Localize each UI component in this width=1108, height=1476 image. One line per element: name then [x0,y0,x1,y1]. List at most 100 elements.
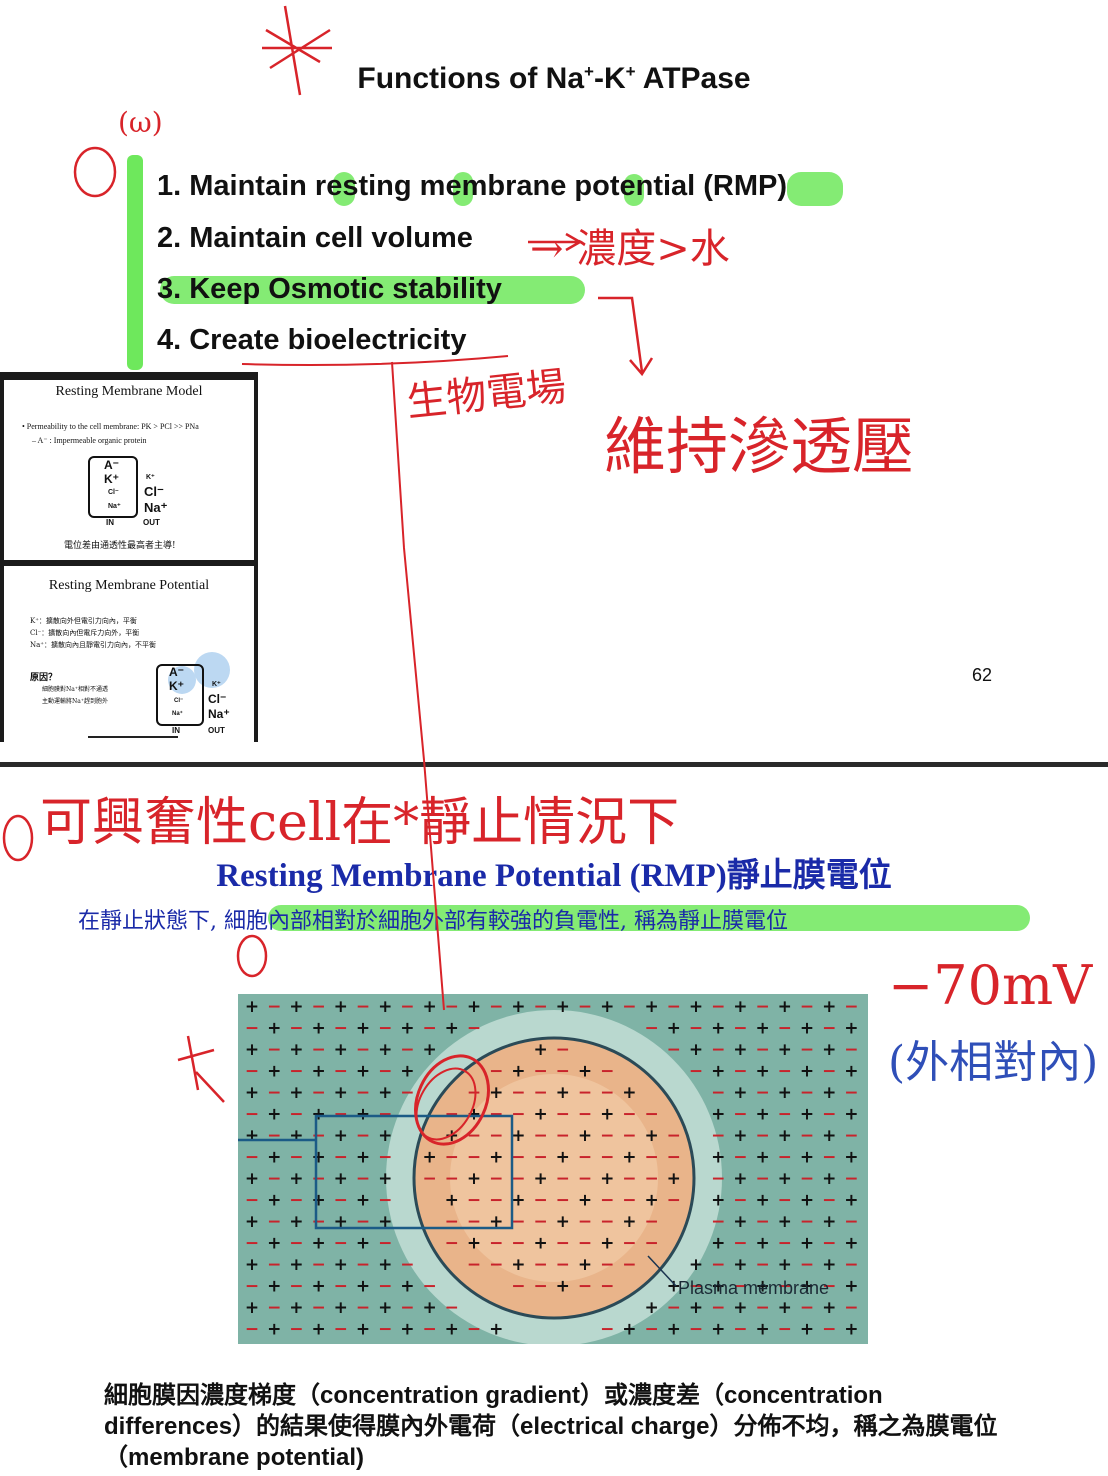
negative-charge: − [467,1019,481,1039]
negative-charge: − [245,1105,259,1125]
negative-charge: − [511,1169,525,1189]
thumbnail-resting-membrane-potential[interactable]: Resting Membrane Potential K⁺：擴散向外但電引力向內… [4,566,254,742]
negative-charge: − [533,997,547,1017]
negative-charge: − [711,1212,725,1232]
thumbnail-reason-line: 主動運輸將Na⁺趕到胞外 [42,698,108,705]
thumbnail-title: Resting Membrane Model [55,384,203,399]
divider [88,736,178,738]
positive-charge: + [533,1234,547,1254]
positive-charge: + [267,1234,281,1254]
page-number: 62 [972,665,993,685]
negative-charge: − [400,1255,414,1275]
positive-charge: + [822,1083,836,1103]
positive-charge: + [667,1169,681,1189]
positive-charge: + [400,1019,414,1039]
negative-charge: − [533,1191,547,1211]
out-label: OUT [143,518,160,527]
arrow-icon [598,296,654,377]
thumbnail-line: Cl⁻：擴散向內但電斥力向外，平衡 [30,629,140,637]
negative-charge: − [755,1298,769,1318]
negative-charge: − [755,1083,769,1103]
negative-charge: − [644,1105,658,1125]
positive-charge: + [755,1191,769,1211]
positive-charge: + [556,997,570,1017]
circle-mark [414,1054,490,1146]
thumbnail-resting-membrane-model[interactable]: Resting Membrane Model • Permeability to… [4,380,254,560]
negative-charge: − [600,1212,614,1232]
function-item-1: 1. Maintain resting membrane potential (… [157,170,788,202]
positive-charge: + [356,1277,370,1297]
negative-charge: − [445,1105,459,1125]
negative-charge: − [800,1255,814,1275]
negative-charge: − [778,1062,792,1082]
negative-charge: − [289,1191,303,1211]
negative-charge: − [844,1126,858,1146]
positive-charge: + [689,1298,703,1318]
negative-charge: − [822,1062,836,1082]
negative-charge: − [733,1019,747,1039]
positive-charge: + [844,1062,858,1082]
negative-charge: − [778,1277,792,1297]
negative-charge: − [334,1320,348,1340]
positive-charge: + [667,1019,681,1039]
positive-charge: + [245,1040,259,1060]
negative-charge: − [733,1148,747,1168]
positive-charge: + [778,1298,792,1318]
positive-charge: + [844,1191,858,1211]
negative-charge: − [844,1298,858,1318]
positive-charge: + [489,1320,503,1340]
negative-charge: − [600,1062,614,1082]
circled-number [2,814,34,862]
positive-charge: + [334,1298,348,1318]
positive-charge: + [800,1191,814,1211]
negative-charge: − [667,997,681,1017]
positive-charge: + [644,1298,658,1318]
negative-charge: − [311,1298,325,1318]
negative-charge: − [800,1169,814,1189]
thumbnail-panel[interactable]: Resting Membrane Model • Permeability to… [0,372,258,742]
positive-charge: + [289,997,303,1017]
negative-charge: − [445,1169,459,1189]
negative-charge: − [556,1105,570,1125]
positive-charge: + [289,1083,303,1103]
negative-charge: − [533,1062,547,1082]
negative-charge: − [733,1234,747,1254]
negative-charge: − [778,1320,792,1340]
positive-charge: + [778,1126,792,1146]
positive-charge: + [822,1169,836,1189]
positive-charge: + [822,1298,836,1318]
negative-charge: − [245,1191,259,1211]
negative-charge: − [556,1169,570,1189]
negative-charge: − [511,1234,525,1254]
positive-charge: + [267,1105,281,1125]
negative-charge: − [800,997,814,1017]
zoom-box [314,1114,514,1230]
negative-charge: − [578,1212,592,1232]
negative-charge: − [311,1255,325,1275]
circled-number [73,146,117,198]
positive-charge: + [622,1083,636,1103]
positive-charge: + [755,1105,769,1125]
negative-charge: − [644,1169,658,1189]
negative-charge: − [267,1083,281,1103]
negative-charge: − [778,1019,792,1039]
positive-charge: + [356,1234,370,1254]
negative-charge: − [289,1019,303,1039]
negative-charge: − [533,1212,547,1232]
negative-charge: − [556,1062,570,1082]
negative-charge: − [245,1234,259,1254]
highlight-mark [333,172,355,206]
positive-charge: + [778,1040,792,1060]
positive-charge: + [467,1169,481,1189]
positive-charge: + [822,1040,836,1060]
negative-charge: − [356,1298,370,1318]
negative-charge: − [245,1148,259,1168]
negative-charge: − [600,1083,614,1103]
positive-charge: + [511,997,525,1017]
positive-charge: + [511,1126,525,1146]
positive-charge: + [334,1169,348,1189]
highlight-mark [787,172,843,206]
negative-charge: − [622,1234,636,1254]
negative-charge: − [600,1126,614,1146]
negative-charge: − [378,1148,392,1168]
